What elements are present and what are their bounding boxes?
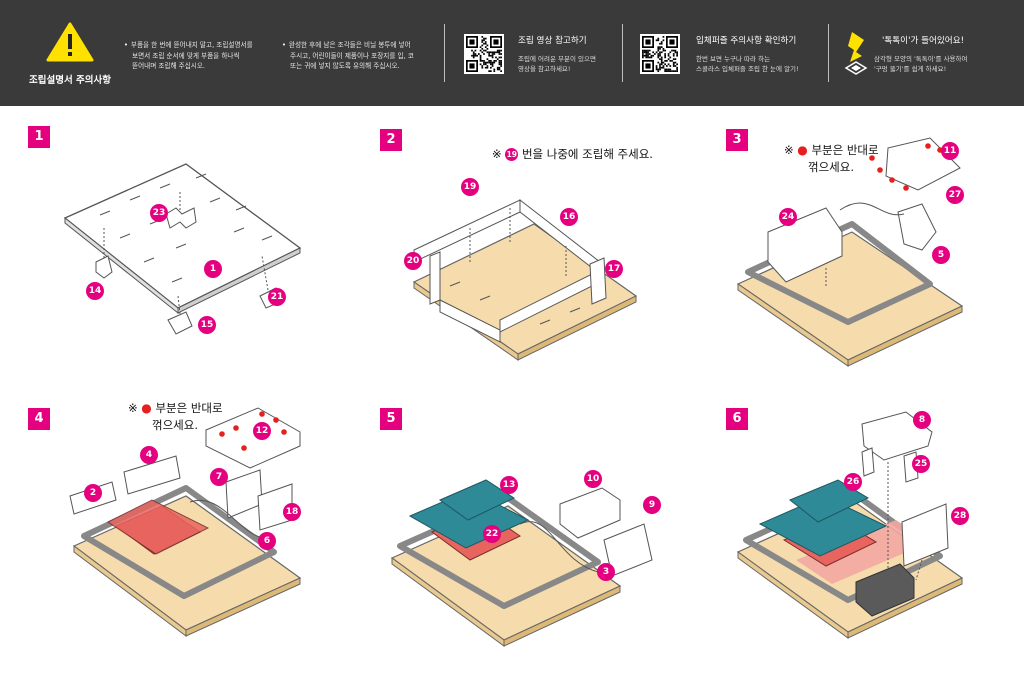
part-callout: 20 bbox=[404, 252, 422, 270]
step-number-2: 2 bbox=[380, 129, 402, 151]
part-callout: 8 bbox=[913, 411, 931, 429]
header-bar: 조립설명서 주의사항 •부품을 한 번에 뜯어내지 말고, 조립설명서를 보면서… bbox=[0, 0, 1024, 106]
part-callout: 6 bbox=[258, 532, 276, 550]
part-callout: 14 bbox=[86, 282, 104, 300]
caution-text: 부품을 한 번에 뜯어내지 말고, 조립설명서를 bbox=[130, 41, 253, 49]
header-divider bbox=[828, 24, 829, 82]
part-callout: 18 bbox=[283, 503, 301, 521]
video-qr-code[interactable] bbox=[464, 34, 504, 74]
part-callout: 13 bbox=[500, 476, 518, 494]
note-mark: ※ bbox=[492, 147, 502, 161]
part-callout: 24 bbox=[779, 208, 797, 226]
caution-text: 뜯어내며 조립해 주십시오. bbox=[132, 62, 206, 70]
part-callout: 12 bbox=[253, 422, 271, 440]
step-number-1: 1 bbox=[28, 126, 50, 148]
note-text: 부분은 반대로 bbox=[811, 143, 879, 157]
step-number-4: 4 bbox=[28, 408, 50, 430]
caution-text: 보면서 조립 순서에 맞게 부품을 하나씩 bbox=[132, 51, 240, 60]
note-text: 꺾으세요. bbox=[808, 160, 854, 174]
video-description: 조립에 어려운 부분이 있으면 영상을 참고하세요! bbox=[518, 54, 596, 74]
step-4-note: ※ ● 부분은 반대로 꺾으세요. bbox=[128, 400, 223, 434]
warning-title: 조립설명서 주의사항 bbox=[29, 75, 111, 86]
note-mark: ※ bbox=[128, 401, 138, 415]
part-callout: 26 bbox=[844, 473, 862, 491]
video-title: 조립 영상 참고하기 bbox=[518, 36, 587, 46]
note-text: 번을 나중에 조립해 주세요. bbox=[521, 147, 653, 161]
part-callout: 22 bbox=[483, 525, 501, 543]
qr-code-icon bbox=[642, 36, 678, 72]
part-callout: 7 bbox=[210, 468, 228, 486]
step-number-5: 5 bbox=[380, 408, 402, 430]
tool-text: 삼각형 모양의 '톡톡이'를 사용하여 bbox=[874, 55, 968, 63]
note-mark: ※ bbox=[784, 143, 794, 157]
step-number-3: 3 bbox=[726, 129, 748, 151]
part-callout: 4 bbox=[140, 446, 158, 464]
part-callout: 10 bbox=[584, 470, 602, 488]
fold-dot-icon: ● bbox=[797, 143, 808, 157]
header-divider bbox=[622, 24, 623, 82]
part-callout: 3 bbox=[597, 563, 615, 581]
step-3-note: ※ ● 부분은 반대로 꺾으세요. bbox=[784, 142, 879, 176]
video-text: 영상을 참고하세요! bbox=[518, 65, 571, 73]
note-text: 꺾으세요. bbox=[152, 418, 198, 432]
video-text: 조립에 어려운 부분이 있으면 bbox=[518, 55, 596, 63]
part-callout: 15 bbox=[198, 316, 216, 334]
caution-bullet-2: •완성한 후에 남은 조각들은 비닐 봉투에 넣어 주시고, 어린이들이 제품이… bbox=[282, 40, 414, 72]
puzzle-text: 스콜라스 입체퍼즐 조립 한 눈에 알기! bbox=[696, 65, 799, 73]
part-callout: 1 bbox=[204, 260, 222, 278]
caution-bullet-1: •부품을 한 번에 뜯어내지 말고, 조립설명서를 보면서 조립 순서에 맞게 … bbox=[124, 40, 253, 72]
qr-code-icon bbox=[466, 36, 502, 72]
part-callout: 25 bbox=[912, 455, 930, 473]
puzzle-title: 입체퍼즐 주의사항 확인하기 bbox=[696, 36, 797, 46]
part-callout: 11 bbox=[941, 142, 959, 160]
fold-dot-icon: ● bbox=[141, 401, 152, 415]
part-callout: 5 bbox=[932, 246, 950, 264]
part-callout: 2 bbox=[84, 484, 102, 502]
part-callout: 17 bbox=[605, 260, 623, 278]
bullet-dot: • bbox=[282, 41, 286, 49]
part-callout: 23 bbox=[150, 204, 168, 222]
part-callout: 27 bbox=[946, 186, 964, 204]
step-number-6: 6 bbox=[726, 408, 748, 430]
puzzle-text: 한번 보면 누구나 따라 하는 bbox=[696, 55, 771, 63]
part-callout: 16 bbox=[560, 208, 578, 226]
note-piece-badge: 19 bbox=[505, 148, 519, 161]
tool-text: '구멍 뚫기'를 쉽게 하세요! bbox=[874, 65, 947, 73]
puzzle-qr-code[interactable] bbox=[640, 34, 680, 74]
step-2-note: ※ 19 번을 나중에 조립해 주세요. bbox=[492, 146, 653, 163]
warning-block: 조립설명서 주의사항 bbox=[20, 22, 120, 86]
part-callout: 9 bbox=[643, 496, 661, 514]
puzzle-description: 한번 보면 누구나 따라 하는 스콜라스 입체퍼즐 조립 한 눈에 알기! bbox=[696, 54, 799, 74]
part-callout: 28 bbox=[951, 507, 969, 525]
caution-text: 또는 귀에 넣지 않도록 유의해 주십시오. bbox=[290, 62, 400, 70]
warning-icon bbox=[46, 22, 94, 62]
header-divider bbox=[444, 24, 445, 82]
note-text: 부분은 반대로 bbox=[155, 401, 223, 415]
caution-text: 완성한 후에 남은 조각들은 비닐 봉투에 넣어 bbox=[288, 41, 411, 49]
part-callout: 21 bbox=[268, 288, 286, 306]
caution-text: 주시고, 어린이들이 제품이나 포장지를 입, 코 bbox=[290, 51, 414, 60]
tool-description: 삼각형 모양의 '톡톡이'를 사용하여 '구멍 뚫기'를 쉽게 하세요! bbox=[874, 54, 968, 74]
tool-title: '톡톡이'가 들어있어요! bbox=[882, 36, 965, 46]
bullet-dot: • bbox=[124, 41, 128, 49]
tool-icon bbox=[844, 32, 868, 75]
part-callout: 19 bbox=[461, 178, 479, 196]
